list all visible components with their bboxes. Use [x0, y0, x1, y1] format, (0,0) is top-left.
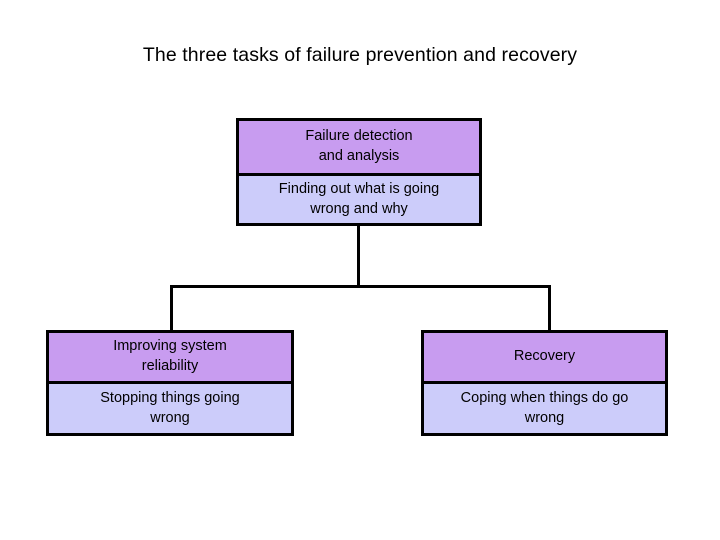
node-recovery-header: Recovery	[424, 333, 665, 384]
connector-crossbar	[170, 285, 551, 288]
connector-drop-right	[548, 285, 551, 331]
connector-stem	[357, 226, 360, 288]
connector-drop-left	[170, 285, 173, 331]
slide-title: The three tasks of failure prevention an…	[142, 44, 578, 66]
